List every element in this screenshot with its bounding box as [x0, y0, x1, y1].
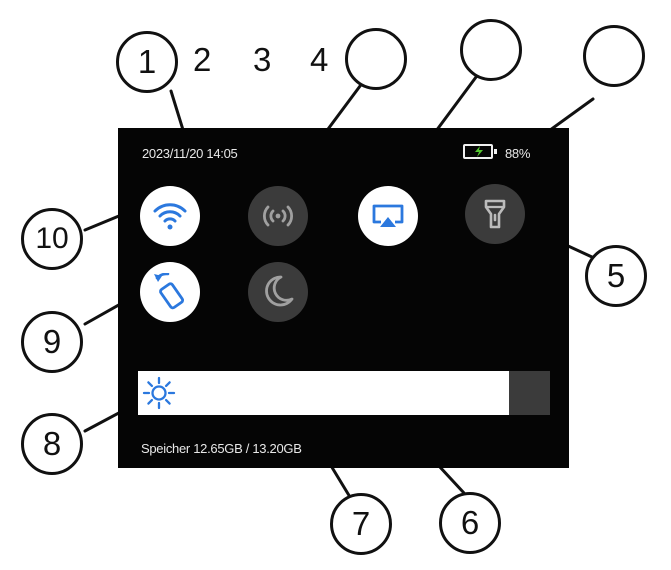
charging-bolt-icon	[475, 146, 483, 157]
battery-icon	[463, 144, 497, 159]
callout-10: 10	[21, 208, 83, 270]
brightness-slider-fill	[138, 371, 509, 415]
flashlight-icon	[484, 199, 506, 229]
status-datetime: 2023/11/20 14:05	[142, 146, 238, 161]
callout-8: 8	[21, 413, 83, 475]
callout-6: 6	[439, 492, 501, 554]
screen-rotation-icon	[154, 273, 185, 310]
callout-9: 9	[21, 311, 83, 373]
flashlight-toggle-button[interactable]	[465, 184, 525, 244]
callout-empty-hotspot	[345, 28, 407, 90]
screen-cast-button[interactable]	[358, 186, 418, 246]
callout-7: 7	[330, 493, 392, 555]
callout-empty-cast	[460, 19, 522, 81]
device-screen: 2023/11/20 14:05 88%	[118, 128, 569, 468]
wifi-toggle-button[interactable]	[140, 186, 200, 246]
brightness-slider[interactable]	[138, 371, 550, 415]
callout-1: 1	[116, 31, 178, 93]
screen-cast-icon	[372, 204, 404, 227]
callout-label-3: 3	[253, 41, 272, 78]
callout-5: 5	[585, 245, 647, 307]
sun-icon	[142, 376, 176, 410]
callout-empty-battery	[583, 25, 645, 87]
night-mode-icon	[265, 275, 294, 307]
storage-usage-text: Speicher 12.65GB / 13.20GB	[141, 441, 302, 456]
night-mode-button[interactable]	[248, 262, 308, 322]
callout-label-2: 2	[193, 41, 212, 78]
screen-rotation-button[interactable]	[140, 262, 200, 322]
callout-label-4: 4	[310, 41, 329, 78]
battery-percentage: 88%	[505, 146, 531, 161]
wifi-icon	[153, 203, 187, 230]
hotspot-icon	[263, 205, 293, 227]
hotspot-toggle-button[interactable]	[248, 186, 308, 246]
